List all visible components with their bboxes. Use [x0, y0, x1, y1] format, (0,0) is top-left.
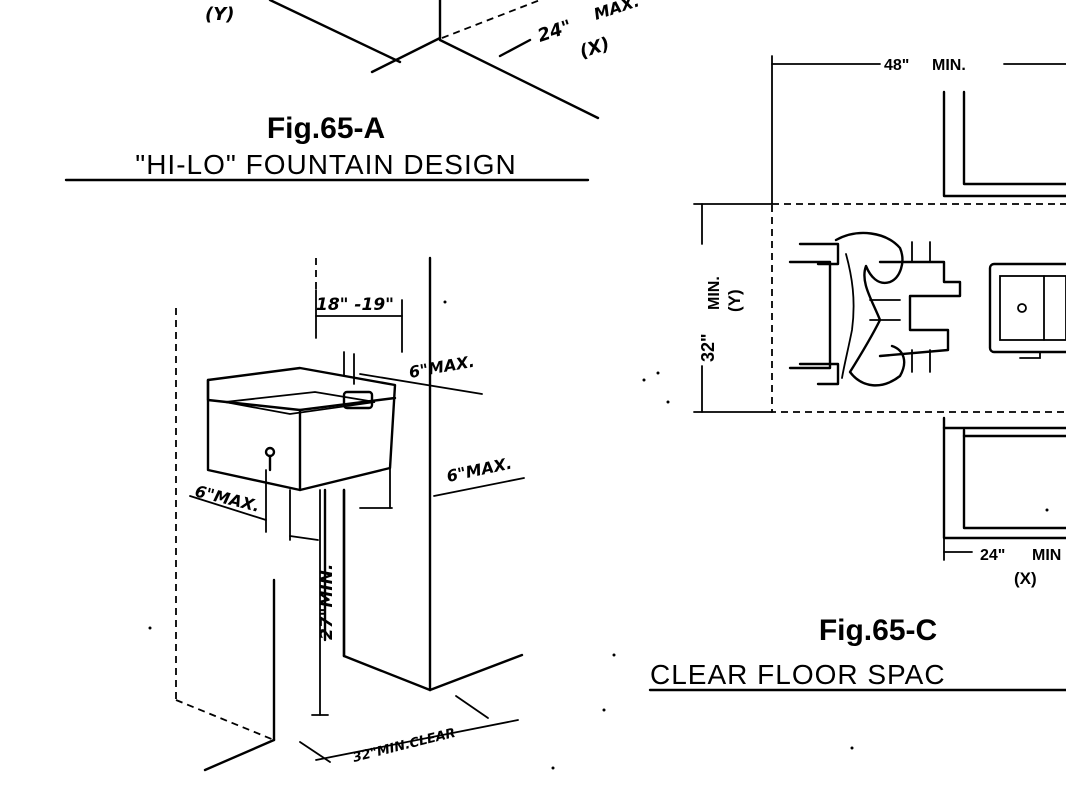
fig-65b-dim-6max-right: 6"MAX.: [445, 454, 514, 486]
fig-65c-dim-24-min: MIN: [1032, 547, 1061, 564]
fig-65c-dim-48: 48": [884, 57, 909, 74]
fig-65b-dim-27min: 27"MIN.: [317, 564, 337, 640]
fig-65b-dim-32-clear: 32"MIN.CLEAR: [351, 726, 457, 766]
fig-65c-dim-32: 32": [698, 333, 718, 362]
fig-65c-dim-24: 24": [980, 547, 1005, 564]
fig-65b-dim-18-19: 18" -19": [316, 295, 394, 315]
fig-65c-plan-drawing: [602, 55, 1066, 750]
fig-65a-partial-drawing: (Y) 24" MAX. (X): [205, 0, 642, 120]
fig-65c-title: Fig.65-C: [819, 614, 937, 647]
fig-65a-dim-label: 24": [535, 16, 574, 47]
fig-65a-max-label: MAX.: [591, 0, 641, 24]
fig-65a-subtitle: "HI-LO" FOUNTAIN DESIGN: [135, 149, 517, 180]
fig-65a-x-label: (X): [577, 33, 612, 62]
fig-65c-dim-48-min: MIN.: [932, 57, 966, 74]
fig-65c-dim-24-x: (X): [1014, 569, 1037, 588]
fig-65c-dim-32-min: MIN.: [706, 276, 723, 310]
fig-65c-dim-32-y: (Y): [725, 289, 744, 312]
fig-65b-dim-6max-upper: 6"MAX.: [407, 352, 475, 382]
fig-65a-y-label: (Y): [205, 4, 235, 25]
fig-65b-wall-fountain: [148, 256, 555, 772]
fig-65a-title: Fig.65-A: [267, 112, 385, 145]
fig-65c-subtitle: CLEAR FLOOR SPAC: [650, 659, 946, 690]
fig-65b-dim-6max-left: 6"MAX.: [193, 481, 262, 515]
